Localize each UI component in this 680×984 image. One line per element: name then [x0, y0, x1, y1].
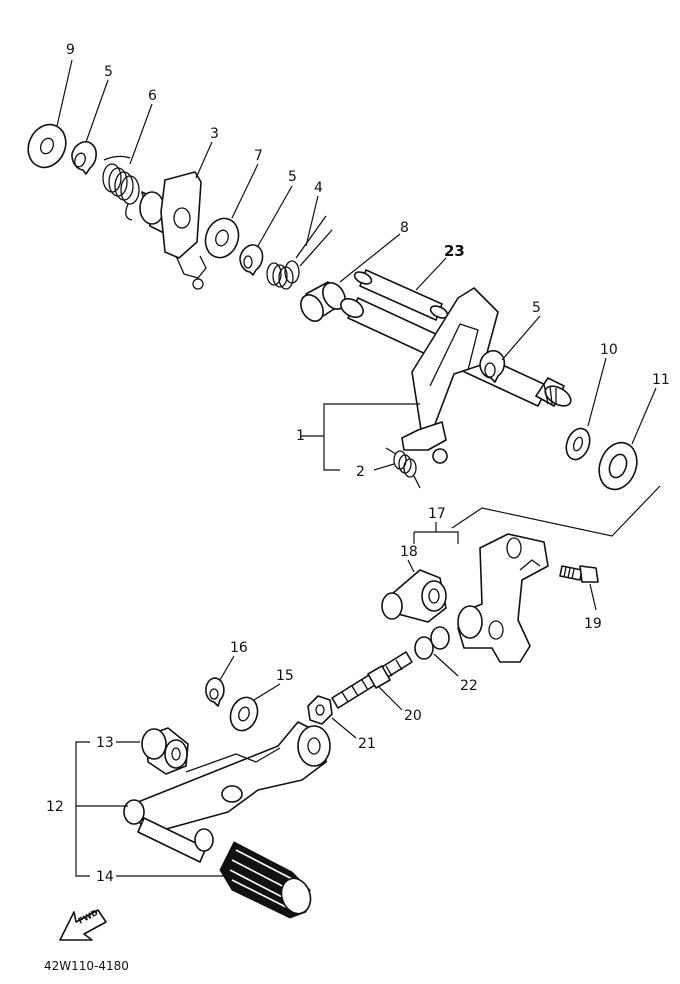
part-14-rubber-pedal — [219, 841, 312, 919]
callout-15: 15 — [276, 668, 294, 684]
callout-7: 7 — [254, 148, 263, 164]
part-20-shift-rod — [331, 651, 413, 709]
part-3-stopper-lever — [139, 171, 207, 290]
callout-20: 20 — [404, 708, 422, 724]
callout-13: 13 — [96, 735, 114, 751]
part-5-circlip-right — [479, 350, 506, 383]
part-19-bolt — [559, 565, 599, 583]
callout-19: 19 — [584, 616, 602, 632]
part-12-shift-pedal — [123, 721, 331, 863]
part-6-spring — [102, 155, 140, 221]
fwd-arrow-icon: FWD — [59, 908, 107, 941]
callout-8: 8 — [400, 220, 409, 236]
part-2-spring — [385, 447, 421, 489]
callout-17: 17 — [428, 506, 446, 522]
part-11-oil-seal — [598, 441, 638, 491]
callout-5-upper: 5 — [104, 64, 113, 80]
callout-3: 3 — [210, 126, 219, 142]
assembly-guide-line — [451, 485, 661, 537]
callout-16: 16 — [230, 640, 248, 656]
callout-12: 12 — [46, 799, 64, 815]
callout-18: 18 — [400, 544, 418, 560]
part-9-washer — [27, 123, 67, 169]
callout-6: 6 — [148, 88, 157, 104]
part-18-joint — [381, 569, 447, 623]
part-1-shift-shaft — [340, 287, 572, 464]
part-5-circlip-middle — [239, 244, 264, 276]
callout-4: 4 — [314, 180, 323, 196]
callout-14: 14 — [96, 869, 114, 885]
part-21-nut — [307, 695, 333, 725]
callout-21: 21 — [358, 736, 376, 752]
callout-5-right: 5 — [532, 300, 541, 316]
part-7-washer — [204, 217, 240, 259]
part-4-spring — [266, 215, 333, 290]
part-5-circlip-upper — [71, 141, 97, 175]
callout-23: 23 — [444, 242, 465, 260]
callout-2: 2 — [356, 464, 365, 480]
callout-11: 11 — [652, 372, 670, 388]
callout-10: 10 — [600, 342, 618, 358]
part-8-collar — [300, 281, 346, 322]
part-10-washer — [565, 427, 591, 461]
part-15-washer — [229, 696, 259, 732]
part-17-shift-arm — [457, 533, 549, 663]
part-22-nut — [414, 626, 450, 660]
callout-5-middle: 5 — [288, 169, 297, 185]
part-13-joint — [141, 727, 189, 775]
diagram-code: 42W110-4180 — [44, 959, 129, 973]
callout-22: 22 — [460, 678, 478, 694]
part-16-circlip — [205, 677, 225, 707]
callout-1: 1 — [296, 428, 305, 444]
callout-9: 9 — [66, 42, 75, 58]
